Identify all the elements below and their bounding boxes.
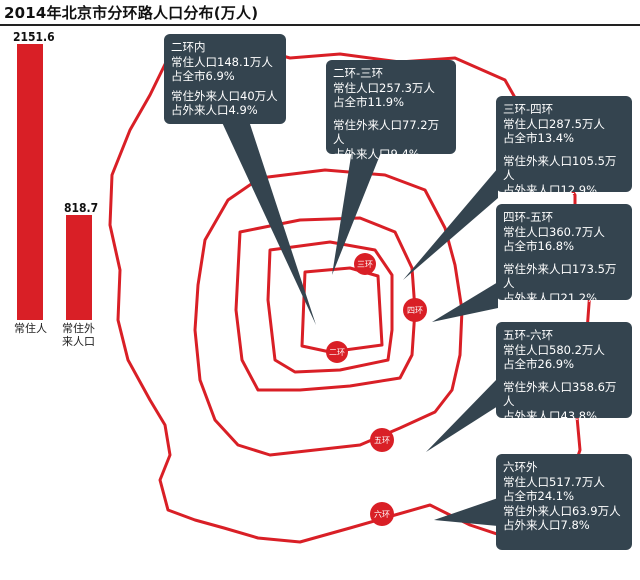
bar-value-0: 2151.6 (13, 30, 55, 44)
zone-line: 占全市6.9% (171, 69, 235, 83)
ring-label-2-dot (326, 341, 348, 363)
ring-label-3-dot (354, 253, 376, 275)
bar-label-1-line-1: 常住外 (62, 322, 95, 335)
callout-pointer-6 (434, 498, 498, 526)
zone-name: 五环-六环 (503, 328, 554, 342)
callout-pointer-5 (426, 378, 498, 452)
zone-line: 占全市13.4% (503, 131, 575, 145)
title-rule (0, 24, 640, 26)
zone-line: 常住人口287.5万人 (503, 116, 605, 131)
zone-line: 常住外来人口358.6万人 (503, 379, 617, 409)
zone-line: 常住外来人口105.5万人 (503, 153, 617, 183)
ring-labels: 二环 三环 四环 五环 六环 (326, 253, 427, 526)
zone-line: 常住人口580.2万人 (503, 342, 605, 357)
ring-label-4: 四环 (407, 306, 423, 315)
zone-line: 常住外来人口63.9万人 (503, 503, 621, 518)
ring-line-4 (234, 216, 417, 392)
zone-line: 占外来人口4.9% (171, 103, 258, 117)
zone-line: 占全市26.9% (503, 357, 575, 371)
zone-line: 占全市11.9% (333, 95, 405, 109)
zone-name: 四环-五环 (503, 210, 554, 224)
zone-line: 常住人口257.3万人 (333, 80, 435, 95)
zone-line: 占外来人口7.8% (503, 518, 590, 532)
zone-line: 常住外来人口77.2万人 (333, 117, 440, 147)
zone-box-3: 三环-四环 常住人口287.5万人 占全市13.4% 常住外来人口105.5万人… (496, 96, 632, 197)
bar-label-1: 常住外 来人口 (62, 322, 95, 348)
zone-box-4: 四环-五环 常住人口360.7万人 占全市16.8% 常住外来人口173.5万人… (496, 204, 632, 305)
zone-box-1: 二环内 常住人口148.1万人 占全市6.9% 常住外来人口40万人 占外来人口… (164, 34, 286, 124)
bar-label-1-line-2: 来人口 (62, 335, 95, 348)
zone-line: 占外来人口21.2% (503, 290, 598, 305)
zone-line: 占外来人口43.8% (503, 408, 598, 423)
zone-line: 常住外来人口40万人 (171, 88, 278, 103)
zone-name: 二环内 (171, 40, 206, 54)
callout-pointer-2 (332, 150, 382, 275)
ring-label-5: 五环 (374, 436, 390, 445)
ring-line-2 (300, 266, 384, 354)
bar-label-0-line-1: 常住人 (14, 322, 47, 335)
chart-title: 2014年北京市分环路人口分布(万人) (4, 4, 259, 22)
callout-pointer-3 (403, 168, 498, 280)
zone-name: 六环外 (503, 460, 538, 474)
callout-pointer-1 (220, 118, 316, 325)
zone-name: 三环-四环 (503, 102, 554, 116)
ring-line-3 (266, 240, 394, 374)
bar-0 (17, 44, 43, 320)
zone-line: 占全市24.1% (503, 489, 575, 503)
ring-label-4-dot (403, 298, 427, 322)
bar-1 (66, 215, 92, 320)
callout-pointer-4 (432, 282, 498, 322)
zone-line: 占全市16.8% (503, 239, 575, 253)
bar-value-1: 818.7 (64, 201, 99, 215)
zone-line: 常住外来人口173.5万人 (503, 261, 617, 291)
ring-label-5-dot (370, 428, 394, 452)
zone-line: 常住人口517.7万人 (503, 474, 605, 489)
ring-label-3: 三环 (357, 260, 373, 269)
ring-label-6-dot (370, 502, 394, 526)
zone-line: 常住人口360.7万人 (503, 224, 605, 239)
zone-name: 二环-三环 (333, 66, 384, 80)
zone-box-5: 五环-六环 常住人口580.2万人 占全市26.9% 常住外来人口358.6万人… (496, 322, 632, 423)
zone-line: 占外来人口12.9% (503, 182, 598, 197)
zone-line: 常住人口148.1万人 (171, 54, 273, 69)
zone-box-2: 二环-三环 常住人口257.3万人 占全市11.9% 常住外来人口77.2万人 … (326, 60, 456, 161)
bar-label-0: 常住人 (14, 322, 47, 335)
ring-label-6: 六环 (374, 509, 390, 519)
zone-box-6: 六环外 常住人口517.7万人 占全市24.1% 常住外来人口63.9万人 占外… (496, 454, 632, 550)
zone-line: 占外来人口9.4% (333, 146, 420, 161)
ring-label-2: 二环 (329, 348, 345, 357)
